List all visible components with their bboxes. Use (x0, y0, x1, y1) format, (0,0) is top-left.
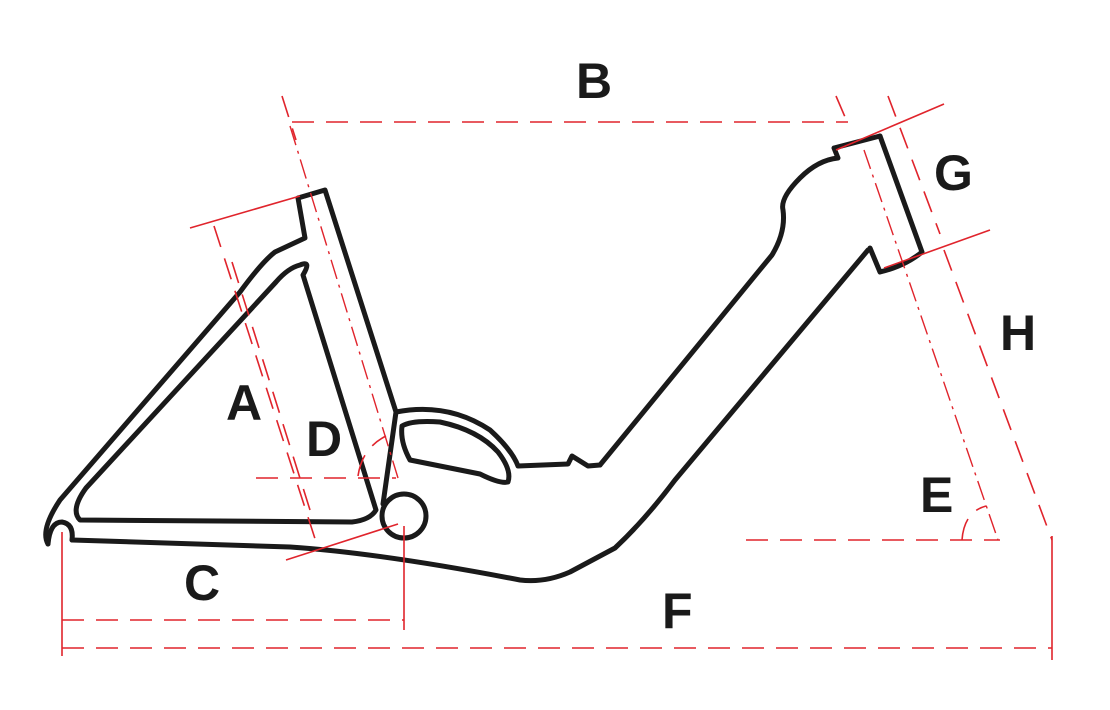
seat-tube-outline (43, 187, 399, 547)
rear-triangle-inner (73, 261, 379, 525)
rear-dropout (45, 519, 75, 547)
head-tube-axis (863, 149, 999, 541)
label-b: B (576, 53, 612, 109)
dim-g-bottom-ext (883, 229, 991, 269)
dim-a-top-ext (189, 195, 301, 229)
label-c: C (184, 555, 220, 611)
dim-a-lower-line (231, 261, 311, 511)
dim-b-left-tick (281, 95, 297, 141)
dimension-lines (61, 95, 1053, 660)
dim-b-right-tick (835, 95, 849, 125)
bb-junction (393, 406, 603, 469)
dim-h-line (943, 249, 1053, 541)
dim-g-top-ext (835, 103, 945, 151)
seat-tube-axis (289, 125, 399, 479)
dim-a-line (213, 225, 319, 549)
label-e: E (920, 467, 953, 523)
bb-gusset (399, 419, 512, 485)
bike-frame (43, 133, 925, 584)
label-g: G (934, 145, 973, 201)
head-tube (867, 133, 925, 275)
dim-g-line (887, 95, 941, 235)
label-d: D (306, 411, 342, 467)
dimension-labels: A B C D E F G H (184, 53, 1036, 639)
label-h: H (1000, 305, 1036, 361)
dim-e-arc (961, 505, 987, 541)
chainstay (69, 247, 871, 584)
label-f: F (662, 583, 693, 639)
dim-d-arc (357, 435, 387, 477)
label-a: A (226, 375, 262, 431)
down-tube-upper (597, 133, 883, 468)
chainstay-ext (285, 523, 399, 561)
